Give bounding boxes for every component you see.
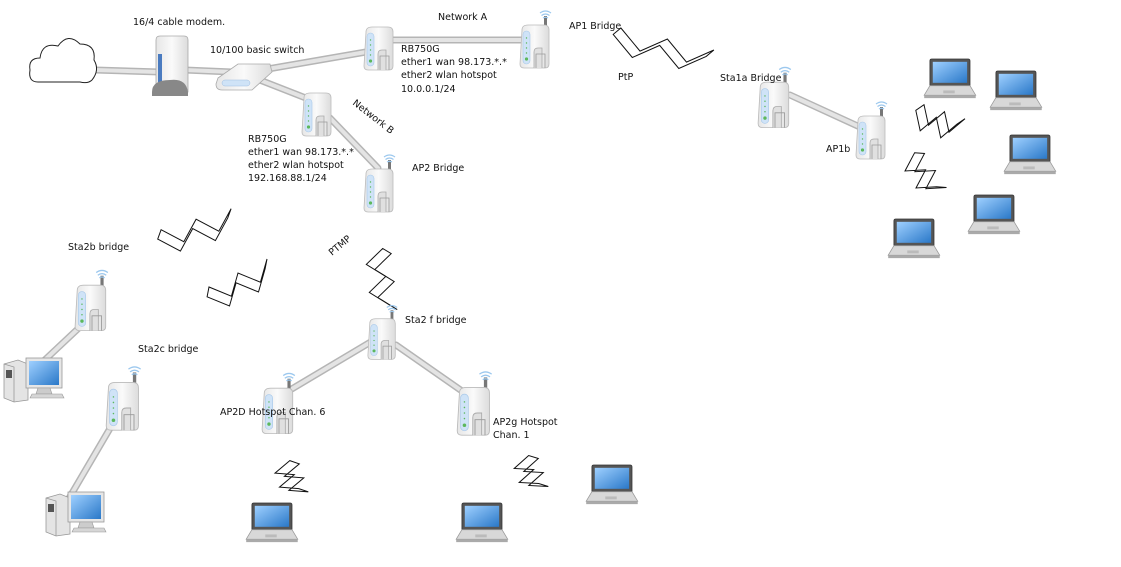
- wireless-link-ptp-bolt: [612, 27, 715, 70]
- label-network-a: Network A: [438, 12, 488, 23]
- access-point-ap2-bridge[interactable]: [364, 155, 395, 212]
- label-rb-b-ether1: ether1 wan 98.173.*.*: [248, 147, 354, 158]
- laptop-client-8[interactable]: [245, 502, 299, 543]
- laptop-client-5[interactable]: [887, 218, 941, 259]
- wireless-link-ptmp-bolt: [365, 247, 398, 311]
- cable-sta2f-ap2d: [281, 336, 378, 397]
- label-ap2g-1: AP2g Hotspot: [493, 417, 558, 428]
- label-rb-b-name: RB750G: [248, 134, 287, 145]
- laptop-client-7[interactable]: [455, 502, 509, 543]
- cable-switch-router-a: [258, 48, 370, 74]
- label-ptmp: PTMP: [327, 233, 354, 258]
- wireless-link-sta2c-bolt: [206, 258, 268, 307]
- internet-cloud-icon: [29, 38, 98, 84]
- wireless-link-ap2d-bolt: [273, 460, 309, 493]
- label-ap2d: AP2D Hotspot Chan. 6: [220, 407, 325, 418]
- access-point-sta2c-bridge[interactable]: [106, 367, 140, 430]
- label-sta2b: Sta2b bridge: [68, 242, 129, 253]
- access-point-ap1b[interactable]: [856, 102, 887, 159]
- label-switch: 10/100 basic switch: [210, 45, 304, 56]
- label-rb-b-ether2: ether2 wlan hotspot: [248, 160, 344, 171]
- label-ap1b: AP1b: [826, 144, 850, 155]
- access-point-ap2d-hotspot[interactable]: [262, 373, 295, 433]
- label-network-b: Network B: [350, 98, 396, 137]
- label-sta1a: Sta1a Bridge: [720, 73, 782, 84]
- cable-sta1a-ap1b: [786, 91, 866, 132]
- cable-modem-switch: [181, 66, 236, 76]
- label-sta2f: Sta2 f bridge: [405, 315, 467, 326]
- label-modem: 16/4 cable modem.: [133, 17, 225, 28]
- wireless-link-ap1b-laptop-bolt: [904, 152, 947, 190]
- laptop-client-3[interactable]: [1003, 134, 1057, 175]
- cables-layer: [28, 36, 866, 504]
- label-ptp: PtP: [618, 72, 633, 83]
- access-point-sta2b-bridge[interactable]: [75, 270, 108, 330]
- cable-router-b-ap2: [326, 114, 382, 172]
- devices-layer: [3, 11, 1057, 543]
- access-point-ap1-bridge[interactable]: [520, 11, 551, 68]
- label-rb-a-name: RB750G: [401, 44, 440, 55]
- laptop-client-2[interactable]: [989, 70, 1043, 111]
- label-rb-a-ether1: ether1 wan 98.173.*.*: [401, 57, 507, 68]
- label-ap2g-2: Chan. 1: [493, 430, 530, 441]
- cable-modem-icon[interactable]: [152, 35, 189, 96]
- wireless-link-ap2g-bolt: [512, 454, 549, 487]
- cable-sta2c-desktop: [64, 421, 116, 504]
- laptop-client-4[interactable]: [967, 194, 1021, 235]
- label-ap1-bridge: AP1 Bridge: [569, 21, 621, 32]
- label-rb-a-ether2: ether2 wlan hotspot: [401, 70, 497, 81]
- laptop-client-6[interactable]: [585, 464, 639, 505]
- label-sta2c: Sta2c bridge: [138, 344, 198, 355]
- label-ap2-bridge: AP2 Bridge: [412, 163, 464, 174]
- access-point-sta2f-bridge[interactable]: [368, 306, 397, 360]
- desktop-computer-1[interactable]: [3, 357, 65, 403]
- laptop-client-1[interactable]: [923, 58, 977, 99]
- network-switch-icon[interactable]: [215, 63, 273, 91]
- label-rb-b-ip: 192.168.88.1/24: [248, 173, 327, 184]
- access-point-ap2g-hotspot[interactable]: [457, 372, 491, 435]
- cable-sta2f-ap2g: [392, 341, 476, 402]
- cable-cloud-modem: [91, 66, 164, 76]
- wireless-links-layer: [157, 27, 966, 493]
- wireless-link-sta2b-bolt: [157, 208, 232, 252]
- router-rb750g-a[interactable]: [363, 26, 394, 71]
- desktop-computer-2[interactable]: [45, 491, 107, 537]
- wireless-link-ap1b-laptops-bolt: [915, 103, 966, 139]
- label-rb-a-ip: 10.0.0.1/24: [401, 84, 456, 95]
- router-rb750g-b[interactable]: [301, 92, 332, 137]
